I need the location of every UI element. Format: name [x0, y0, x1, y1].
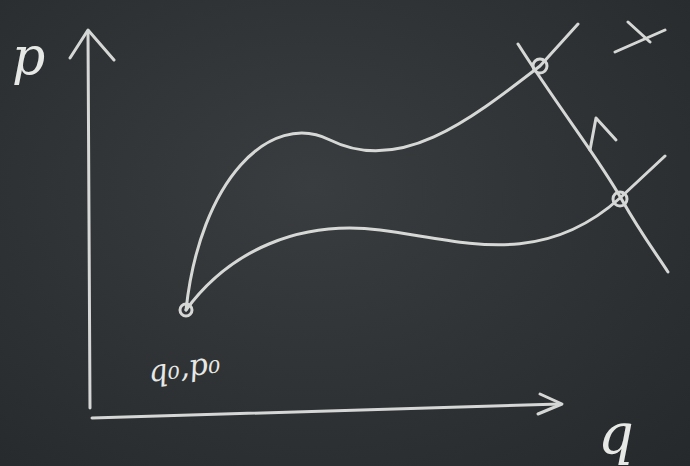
- end-point: [613, 192, 627, 206]
- p-axis: [88, 32, 90, 408]
- transverse-line: [518, 44, 668, 272]
- axis-label: p: [12, 30, 45, 82]
- trajectory-curve: [186, 24, 578, 310]
- point-label: q₀,p₀: [146, 347, 221, 387]
- chalk-mark: [615, 22, 665, 52]
- start-point: [180, 304, 192, 316]
- axis-arrowhead: [538, 394, 562, 414]
- direction-arrowhead: [590, 118, 616, 150]
- trajectory-curve: [186, 156, 665, 310]
- axis-label: q: [598, 406, 634, 462]
- q-axis: [92, 404, 560, 418]
- end-point: [533, 59, 547, 73]
- axis-arrowhead: [70, 30, 114, 60]
